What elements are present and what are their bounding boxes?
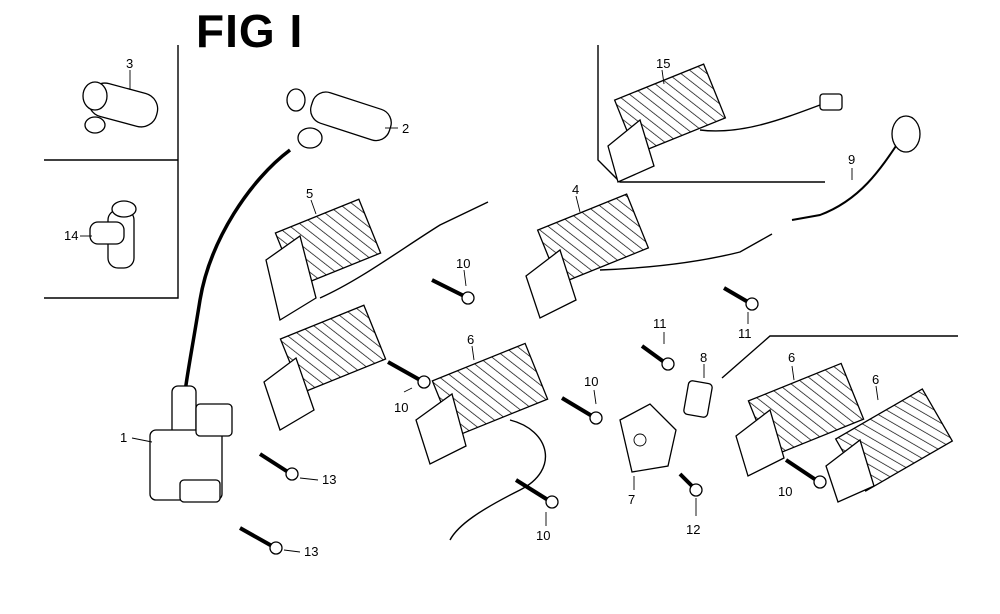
- bolt-part-10-a: [431, 269, 475, 305]
- bolt-part-11-a: [640, 332, 675, 371]
- callout-15: 15: [656, 56, 670, 71]
- bolt-part-10-e: [784, 458, 827, 489]
- callout-labels: 1 2 3 4 5 6 6 6 7 8 9 10 10 10 10 10 11 …: [64, 56, 879, 559]
- bolt-part-10-b: [387, 360, 431, 393]
- inset-frame-left: [44, 45, 179, 299]
- callout-12: 12: [686, 522, 700, 537]
- clip-part-8: [683, 364, 713, 418]
- wire-harness-part-9: [791, 115, 921, 221]
- callout-5: 5: [306, 186, 313, 201]
- callout-13a: 13: [322, 472, 336, 487]
- ignition-coil-part-1: [131, 148, 292, 503]
- callout-6c: 6: [872, 372, 879, 387]
- callout-10d: 10: [536, 528, 550, 543]
- callout-4: 4: [572, 182, 579, 197]
- coil-part-15: [607, 63, 843, 183]
- bolt-part-10-d: [514, 478, 559, 526]
- callout-1: 1: [120, 430, 127, 445]
- callout-10c: 10: [584, 374, 598, 389]
- coil-part-6-inset-a: [735, 362, 865, 477]
- spark-plug-cap-part-2: [286, 88, 398, 149]
- bolt-part-13-b: [239, 526, 301, 555]
- callout-6a: 6: [467, 332, 474, 347]
- bolt-part-13-a: [258, 452, 319, 481]
- coil-part-6-inset-b: [825, 385, 954, 503]
- callout-3: 3: [126, 56, 133, 71]
- callout-10e: 10: [778, 484, 792, 499]
- coil-part-6-center: [415, 342, 549, 541]
- callout-14: 14: [64, 228, 78, 243]
- callout-10a: 10: [456, 256, 470, 271]
- callout-8: 8: [700, 350, 707, 365]
- callout-11b: 11: [738, 326, 752, 341]
- inset-frame-bottom-right: [721, 335, 958, 379]
- bracket-part-7: [619, 403, 677, 490]
- charge-coil-part-4: [525, 193, 773, 319]
- callout-13b: 13: [304, 544, 318, 559]
- figure-title: FIG I: [196, 5, 304, 57]
- bolt-part-12: [678, 472, 703, 516]
- spark-plug-cap-part-3: [82, 70, 159, 134]
- callout-7: 7: [628, 492, 635, 507]
- callout-9: 9: [848, 152, 855, 167]
- bolt-part-10-c: [560, 389, 603, 425]
- bolt-part-11-b: [722, 286, 759, 324]
- callout-11a: 11: [653, 316, 667, 331]
- callout-10b: 10: [394, 400, 408, 415]
- callout-2: 2: [402, 121, 409, 136]
- callout-6b: 6: [788, 350, 795, 365]
- exciter-coil-part-5: [265, 198, 489, 322]
- elbow-cap-part-14: [80, 200, 137, 269]
- coil-assembly-lower-left: [263, 304, 387, 431]
- inset-frame-top-right: [597, 45, 825, 183]
